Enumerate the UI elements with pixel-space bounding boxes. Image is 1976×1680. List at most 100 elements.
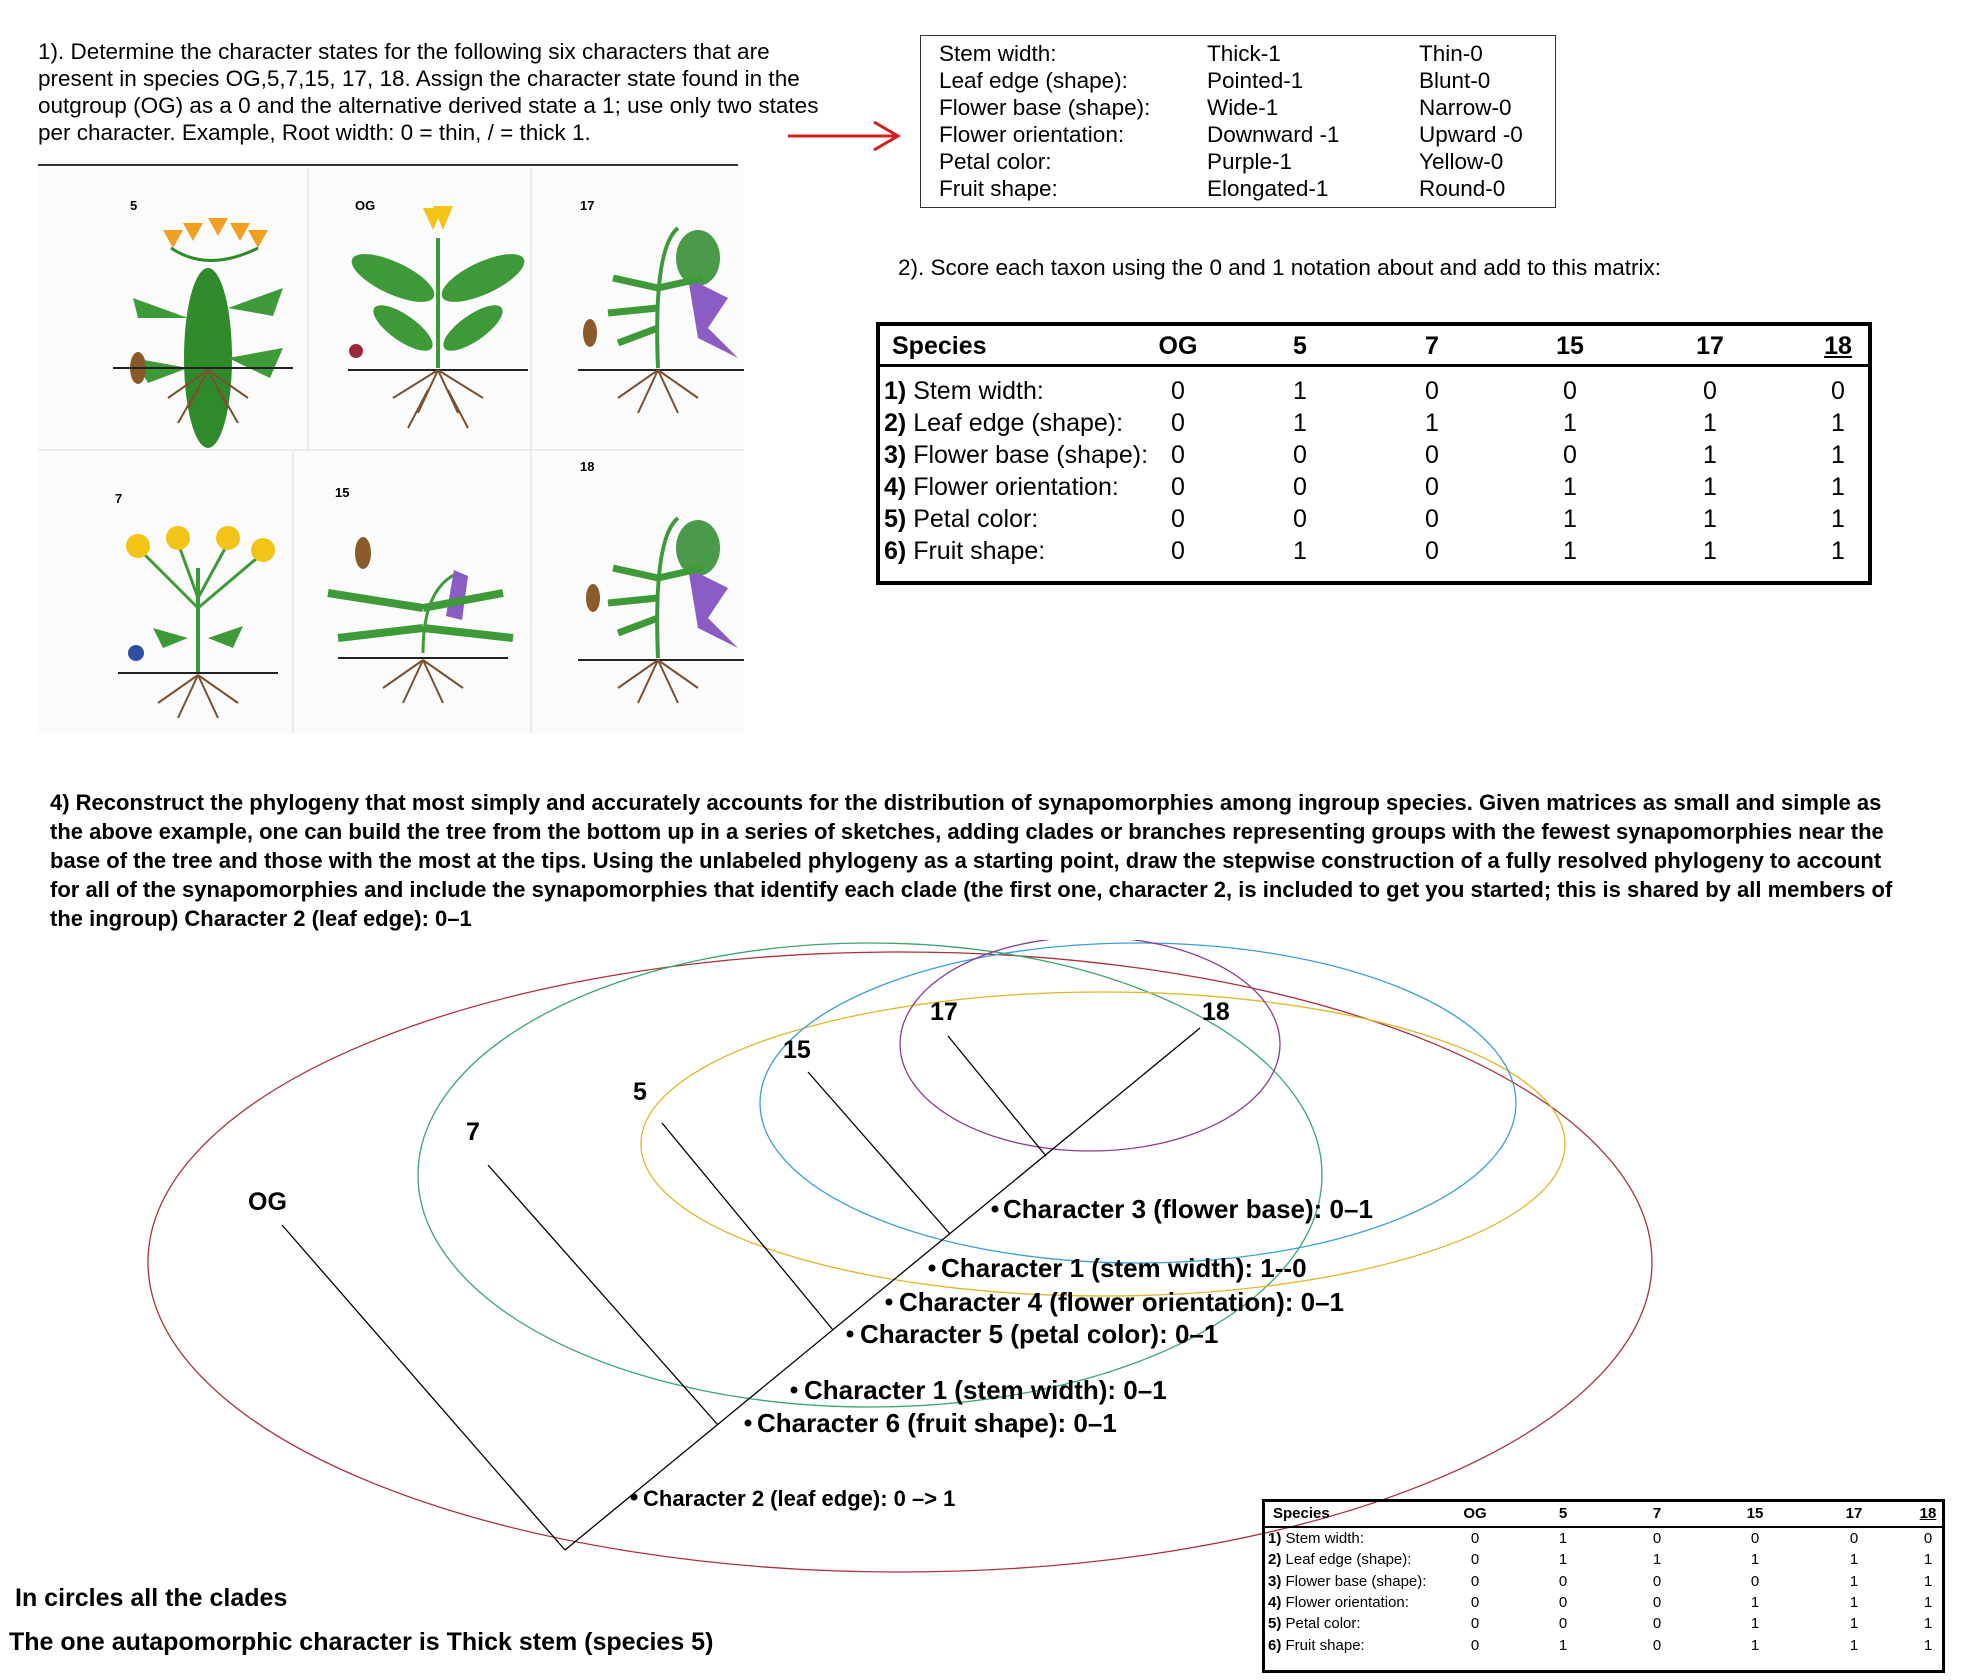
synapomorphy-marker [847, 1331, 854, 1338]
matrix-row-label: 4) Flower orientation: [1268, 1594, 1409, 1611]
matrix-header: Species OG 5 7 15 17 18 [1265, 1505, 1942, 1525]
matrix-cell: 1 [1831, 441, 1845, 470]
matrix-cell: 1 [1293, 377, 1307, 406]
synapomorphy-label: Character 1 (stem width): 1--0 [941, 1253, 1307, 1283]
plant-illustrations [38, 168, 744, 733]
plant-label: 17 [580, 198, 594, 213]
species-header: 17 [1846, 1505, 1863, 1522]
matrix-row-label: 2) Leaf edge (shape): [1268, 1551, 1411, 1568]
clade-circle [641, 992, 1565, 1296]
character-state-row: Flower base (shape): Wide-1 Narrow-0 [921, 95, 1555, 122]
matrix-cell: 1 [1924, 1573, 1932, 1590]
species-header: 15 [1556, 332, 1584, 361]
matrix-cell: 0 [1653, 1637, 1661, 1654]
matrix-row-text: Flower base (shape): [913, 441, 1148, 469]
species-header: OG [1159, 332, 1198, 361]
derived-state: Thick-1 [1207, 41, 1281, 68]
matrix-cell: 1 [1751, 1551, 1759, 1568]
synapomorphy-marker [745, 1420, 752, 1427]
matrix-cell: 1 [1924, 1615, 1932, 1632]
plant-label: 5 [130, 198, 137, 213]
matrix-cell: 0 [1831, 377, 1845, 406]
derived-state: Elongated-1 [1207, 176, 1328, 203]
matrix-cell: 1 [1751, 1615, 1759, 1632]
matrix-cell: 1 [1850, 1615, 1858, 1632]
character-state-row: Flower orientation: Downward -1 Upward -… [921, 122, 1555, 149]
matrix-cell: 0 [1471, 1594, 1479, 1611]
matrix-cell: 1 [1703, 473, 1717, 502]
plant-label: OG [355, 198, 375, 213]
matrix-cell: 1 [1831, 537, 1845, 566]
species-header: 17 [1696, 332, 1724, 361]
character-name: Flower base (shape): [939, 95, 1150, 122]
matrix-row-label: 1) Stem width: [884, 377, 1044, 406]
taxon-label: 15 [783, 1036, 811, 1064]
matrix-row-label: 6) Fruit shape: [1268, 1637, 1365, 1654]
synapomorphy-marker [992, 1206, 999, 1213]
matrix-cell: 0 [1171, 409, 1185, 438]
matrix-cell: 0 [1425, 537, 1439, 566]
matrix-cell: 0 [1559, 1615, 1567, 1632]
character-matrix-small: Species OG 5 7 15 17 18 1) Stem width: 0 1… [1262, 1499, 1945, 1673]
taxon-label: 18 [1202, 998, 1230, 1026]
branch-5 [662, 1123, 833, 1330]
character-state-row: Fruit shape: Elongated-1 Round-0 [921, 176, 1555, 203]
matrix-cell: 0 [1471, 1551, 1479, 1568]
matrix-cell: 0 [1563, 441, 1577, 470]
matrix-cell: 0 [1924, 1530, 1932, 1547]
species-header: 15 [1747, 1505, 1764, 1522]
matrix-row-label: 3) Flower base (shape): [884, 441, 1148, 470]
matrix-cell: 1 [1850, 1594, 1858, 1611]
matrix-header-rule [880, 364, 1868, 367]
ancestral-state: Blunt-0 [1419, 68, 1490, 95]
matrix-cell: 0 [1751, 1573, 1759, 1590]
matrix-cell: 1 [1559, 1637, 1567, 1654]
clade-circles [148, 940, 1652, 1572]
matrix-row-label: 6) Fruit shape: [884, 537, 1045, 566]
matrix-cell: 0 [1293, 441, 1307, 470]
ancestral-state: Thin-0 [1419, 41, 1483, 68]
matrix-cell: 0 [1293, 505, 1307, 534]
matrix-cell: 1 [1831, 409, 1845, 438]
matrix-row-text: Stem width: [1286, 1530, 1364, 1547]
matrix-cell: 0 [1653, 1573, 1661, 1590]
matrix-row-label: 5) Petal color: [1268, 1615, 1361, 1632]
matrix-cell: 1 [1563, 409, 1577, 438]
matrix-cell: 0 [1171, 537, 1185, 566]
matrix-cell: 1 [1924, 1637, 1932, 1654]
matrix-cell: 1 [1559, 1551, 1567, 1568]
matrix-row-number: 5) [1268, 1615, 1281, 1632]
character-state-row: Leaf edge (shape): Pointed-1 Blunt-0 [921, 68, 1555, 95]
character-name: Fruit shape: [939, 176, 1058, 203]
matrix-cell: 1 [1293, 537, 1307, 566]
matrix-row-number: 1) [1268, 1530, 1281, 1547]
matrix-row-text: Petal color: [1286, 1615, 1361, 1632]
question-4-text: 4) Reconstruct the phylogeny that most s… [50, 788, 1910, 933]
matrix-cell: 0 [1425, 377, 1439, 406]
note-autapomorphy: The one autapomorphic character is Thick… [9, 1628, 713, 1657]
species-header: 18 [1824, 332, 1852, 361]
matrix-cell: 1 [1563, 505, 1577, 534]
synapomorphy-marker [791, 1387, 798, 1394]
matrix-cell: 0 [1559, 1573, 1567, 1590]
branch-7 [488, 1165, 718, 1425]
divider [38, 164, 738, 166]
matrix-row-number: 4) [884, 473, 906, 501]
matrix-cell: 0 [1171, 441, 1185, 470]
ancestral-state: Round-0 [1419, 176, 1505, 203]
matrix-cell: 0 [1703, 377, 1717, 406]
matrix-cell: 0 [1563, 377, 1577, 406]
character-name: Petal color: [939, 149, 1052, 176]
matrix-cell: 0 [1559, 1594, 1567, 1611]
matrix-row-text: Flower base (shape): [1286, 1573, 1427, 1590]
matrix-cell: 1 [1751, 1594, 1759, 1611]
matrix-cell: 1 [1703, 505, 1717, 534]
phylogeny-diagram: OG75151718 Character 3 (flower base): 0–… [0, 940, 1976, 1580]
matrix-cell: 1 [1924, 1551, 1932, 1568]
matrix-cell: 1 [1831, 505, 1845, 534]
matrix-row-number: 4) [1268, 1594, 1281, 1611]
matrix-cell: 1 [1563, 537, 1577, 566]
matrix-cell: 1 [1831, 473, 1845, 502]
matrix-row-label: 2) Leaf edge (shape): [884, 409, 1123, 438]
